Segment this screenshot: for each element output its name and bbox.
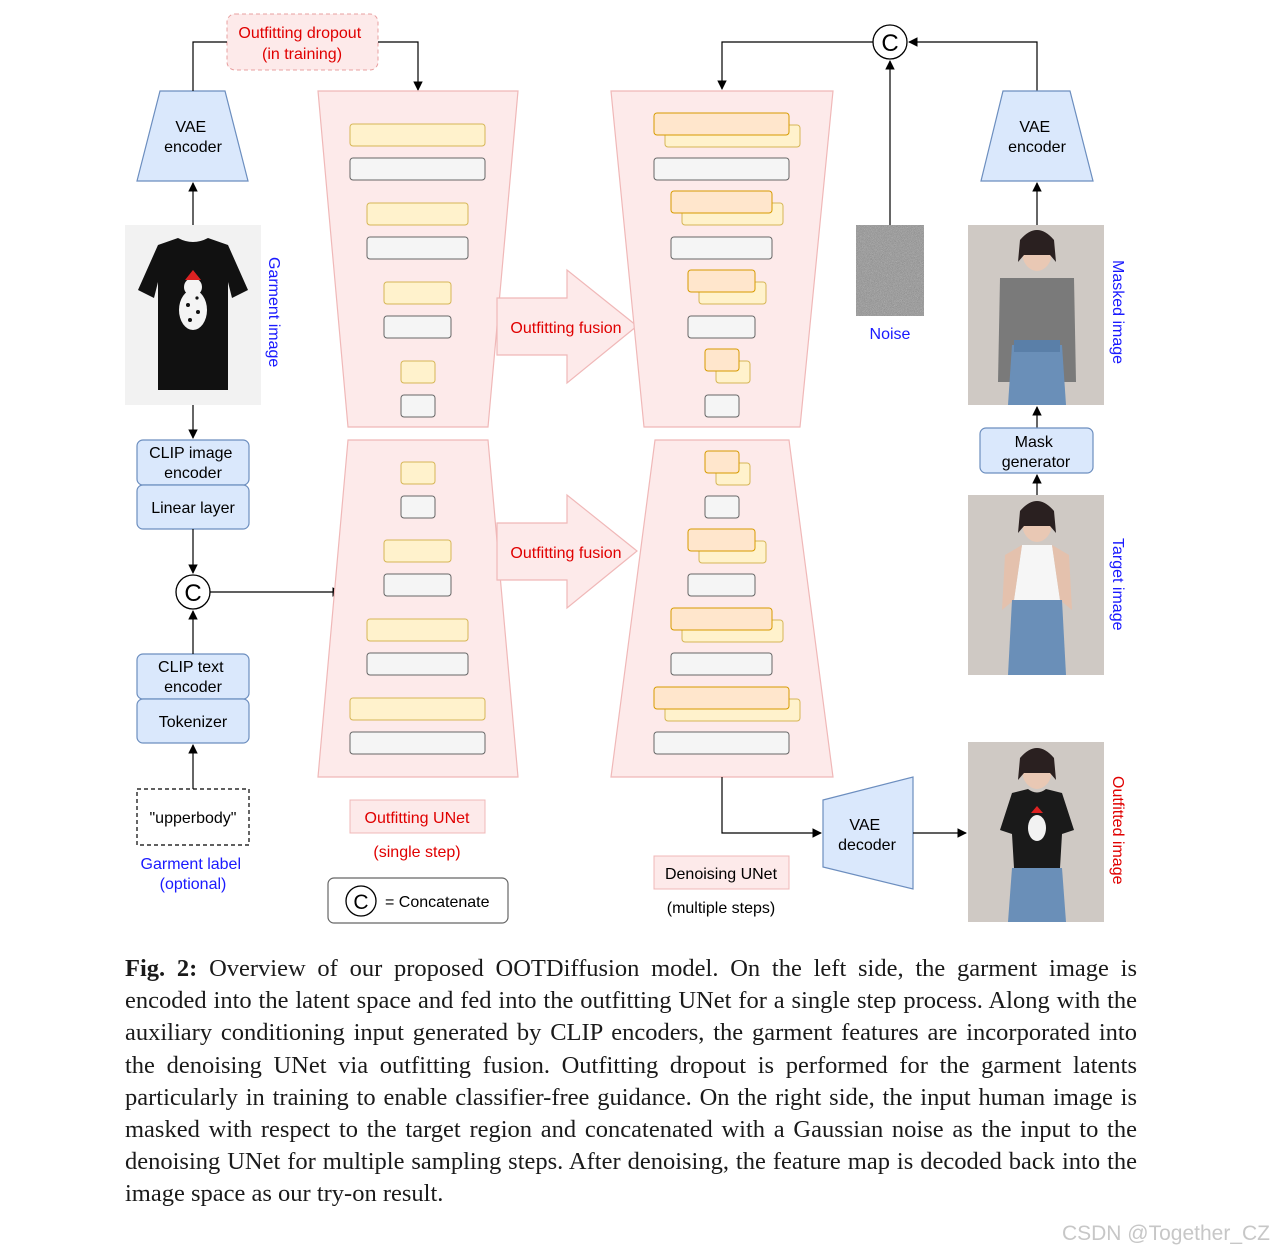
svg-text:VAE decoder: VAE decoder (838, 817, 896, 854)
linear-layer-label: Linear layer (151, 500, 235, 517)
svg-text:C: C (881, 30, 898, 57)
masked-image (968, 225, 1104, 405)
svg-text:Denoising UNet: Denoising UNet (665, 866, 778, 883)
garment-image (125, 225, 261, 405)
svg-text:CLIP image encoder: CLIP image encoder (149, 445, 237, 482)
dropout-connector-right (378, 41, 423, 91)
linear-layer: Linear layer (136, 484, 250, 530)
denoising-unet-subtitle: (multiple steps) (667, 900, 775, 917)
legend-label: = Concatenate (385, 894, 490, 911)
svg-text:VAE encoder: VAE encoder (1008, 119, 1066, 156)
svg-text:Outfitting UNet: Outfitting UNet (365, 810, 470, 827)
masked-image-label: Masked image (1109, 260, 1126, 364)
concat-top: C (872, 24, 908, 60)
arrow-vae-to-concat (908, 37, 1038, 91)
ootdiffusion-diagram: VAE encoder Outfitting dropout (in train… (125, 13, 1126, 924)
arrow-denoise-to-decoder (721, 777, 822, 838)
svg-text:Outfitting dropout (in t: Outfitting dropout (in training) (238, 25, 365, 63)
svg-text:Mask generator: Mask generator (1002, 434, 1071, 471)
outfitting-dropout: Outfitting dropout (in training) (226, 13, 379, 71)
garment-image-label: Garment image (265, 257, 282, 367)
noise-label: Noise (870, 326, 911, 343)
outfitting-dropout-line1: Outfitting dropout (238, 25, 361, 42)
target-image-label: Target image (1109, 538, 1126, 631)
figure-caption: Fig. 2: Overview of our proposed OOTDiff… (125, 953, 1137, 1211)
outfitting-dropout-line2: (in training) (262, 46, 342, 63)
noise-image (856, 225, 924, 316)
outfitting-fusion-top: Outfitting fusion (496, 268, 638, 385)
svg-text:CLIP text encoder: CLIP text encoder (158, 659, 228, 696)
mask-generator: Mask generator (979, 427, 1094, 474)
outfitting-unet-title: Outfitting UNet (349, 799, 486, 834)
clip-image-encoder-line1: CLIP image (149, 445, 232, 462)
vae-encoder-left: VAE encoder (136, 90, 249, 182)
svg-text:C: C (353, 891, 368, 914)
arrow-concat-to-denoise (717, 41, 873, 90)
denoising-unet (610, 90, 834, 778)
tokenizer: Tokenizer (136, 698, 250, 744)
denoising-unet-title: Denoising UNet (653, 855, 790, 890)
clip-image-encoder-line2: encoder (164, 465, 222, 482)
svg-text:Outfitting fusion: Outfitting fusion (510, 545, 621, 562)
outfitted-image (968, 742, 1104, 922)
figure-caption-text: Overview of our proposed OOTDiffusion mo… (125, 955, 1137, 1208)
clip-text-encoder: CLIP text encoder (136, 653, 250, 700)
dropout-connector-left (192, 41, 227, 91)
clip-text-encoder-line1: CLIP text (158, 659, 224, 676)
garment-label-caption: Garment label (optional) (141, 856, 246, 893)
target-image (968, 495, 1104, 675)
vae-encoder-left-line2: encoder (164, 139, 222, 156)
tokenizer-label: Tokenizer (159, 714, 228, 731)
outfitting-unet-subtitle: (single step) (373, 844, 460, 861)
vae-encoder-right: VAE encoder (980, 90, 1094, 182)
figure-caption-label: Fig. 2: (125, 955, 198, 982)
clip-image-encoder: CLIP image encoder (136, 439, 250, 486)
svg-text:Outfitting fusion: Outfitting fusion (510, 320, 621, 337)
vae-decoder: VAE decoder (822, 776, 914, 890)
vae-encoder-left-line1: VAE (175, 119, 206, 136)
svg-text:C: C (184, 580, 201, 607)
garment-label-box: "upperbody" (136, 788, 250, 846)
watermark: CSDN @Together_CZ (1061, 1222, 1270, 1245)
outfitted-image-label: Outfitted image (1109, 776, 1126, 885)
outfitting-fusion-bottom: Outfitting fusion (496, 493, 638, 610)
concat-left: C (175, 574, 211, 610)
clip-text-encoder-line2: encoder (164, 679, 222, 696)
svg-text:VAE encoder: VAE encoder (164, 119, 222, 156)
concat-legend: C = Concatenate (327, 877, 509, 924)
outfitting-unet (317, 90, 519, 778)
garment-label-value: "upperbody" (150, 810, 237, 827)
